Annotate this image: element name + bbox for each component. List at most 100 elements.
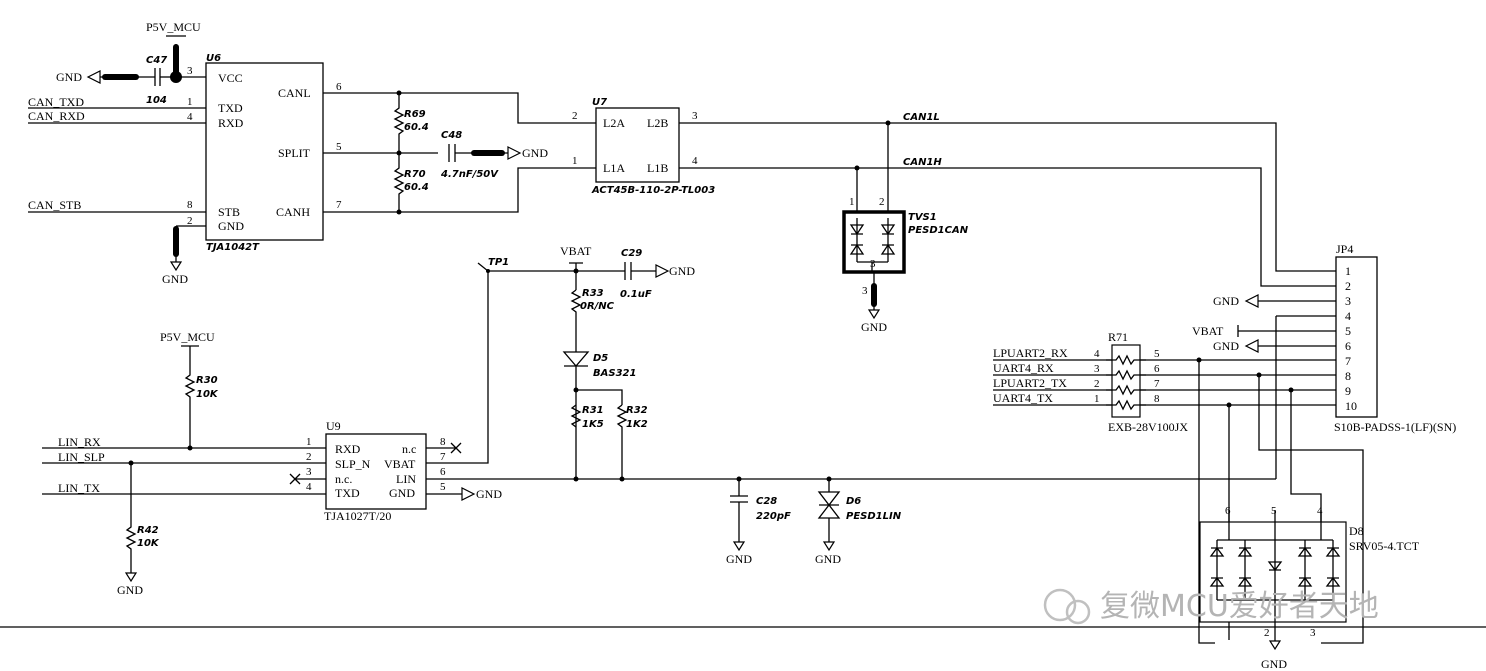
- u9-pin-gnd: GND: [389, 486, 415, 500]
- jp4-pin-3: 3: [1345, 294, 1351, 308]
- u9-part: TJA1027T/20: [324, 509, 391, 523]
- jp4-connector: JP4 S10B-PADSS-1(LF)(SN) 1 2 3 4 5 6 7 8…: [1334, 242, 1456, 434]
- d5-ref: D5: [593, 353, 608, 364]
- u7-pin-l1a: L1A: [603, 161, 625, 175]
- r33-symbol: [570, 289, 582, 352]
- r69-ref: R69: [404, 109, 426, 120]
- r30-value: 10K: [196, 389, 219, 400]
- jp4-pin-10: 10: [1345, 399, 1357, 413]
- net-gnd-u9: GND: [476, 487, 502, 501]
- r32-symbol: [616, 404, 628, 479]
- jp4-part: S10B-PADSS-1(LF)(SN): [1334, 420, 1456, 434]
- u6-pin-gnd: GND: [218, 219, 244, 233]
- u7-num-l2a: 2: [572, 110, 578, 122]
- net-lpuart2-tx: LPUART2_TX: [993, 376, 1067, 390]
- net-gnd-jp4-6: GND: [1213, 339, 1239, 353]
- r71-right-6: 6: [1154, 363, 1160, 375]
- u9-pin-nc1: n.c.: [335, 472, 352, 486]
- r71-body: [1111, 344, 1141, 418]
- c47-value: 104: [146, 95, 167, 106]
- c47-symbol: [154, 68, 161, 86]
- r71-resistor-array: R71 EXB-28V100JX: [1106, 330, 1188, 434]
- r31-ref: R31: [582, 405, 604, 416]
- u9-num-gnd: 5: [440, 481, 446, 493]
- wire-can1l: [679, 122, 1336, 272]
- tvs1-part: PESD1CAN: [908, 225, 969, 236]
- r42-symbol: [125, 463, 137, 573]
- c48-ref: C48: [441, 130, 462, 141]
- net-uart4-rx: UART4_RX: [993, 361, 1054, 375]
- net-lin-tx: LIN_TX: [58, 481, 100, 495]
- u6-num-gnd: 2: [187, 215, 193, 227]
- u7-num-l2b: 3: [692, 110, 698, 122]
- r42-value: 10K: [137, 538, 160, 549]
- u9-num-lin: 6: [440, 466, 446, 478]
- d8-body: [1199, 521, 1347, 623]
- u9-num-slp: 2: [306, 451, 312, 463]
- net-can1h: CAN1H: [903, 157, 942, 168]
- u9-pin-lin: LIN: [396, 472, 416, 486]
- c28-ref: C28: [756, 496, 777, 507]
- net-gnd-d6: GND: [815, 552, 841, 566]
- r71-right-5: 5: [1154, 348, 1160, 360]
- u9-num-nc1: 3: [306, 466, 312, 478]
- r69-symbol: [393, 93, 405, 153]
- c29-symbol: [576, 262, 656, 280]
- jp4-pin-8: 8: [1345, 369, 1351, 383]
- jp4-ref: JP4: [1336, 242, 1353, 256]
- net-vbat-jp4: VBAT: [1192, 324, 1224, 338]
- net-lpuart2-rx: LPUART2_RX: [993, 346, 1068, 360]
- r30-ref: R30: [196, 375, 218, 386]
- c29-ref: C29: [621, 248, 642, 259]
- u9-pin-vbat: VBAT: [384, 457, 416, 471]
- net-p5v-mcu-lin: P5V_MCU: [160, 330, 215, 344]
- d8-num-5: 5: [1271, 505, 1277, 517]
- tvs1-num-2: 2: [879, 196, 885, 208]
- jp4-pin-2: 2: [1345, 279, 1351, 293]
- tvs1-diode-array: 1 2 3 TVS1 PESD1CAN: [842, 123, 969, 274]
- r33-value: 0R/NC: [580, 301, 615, 312]
- u9-pin-txd: TXD: [335, 486, 360, 500]
- d8-num-3: 3: [1310, 627, 1316, 639]
- wire-canl: [323, 92, 596, 124]
- d8-num-6: 6: [1225, 505, 1231, 517]
- net-can-stb: CAN_STB: [28, 198, 81, 212]
- u9-pin-nc2: n.c: [402, 442, 416, 456]
- d8-ref: D8: [1349, 524, 1364, 538]
- r70-symbol: [393, 153, 405, 212]
- watermark: 复微MCU爱好者天地: [1043, 588, 1379, 625]
- d6-part: PESD1LIN: [846, 511, 902, 522]
- net-lin-slp: LIN_SLP: [58, 450, 105, 464]
- d8-num-2: 2: [1264, 627, 1270, 639]
- u7-part: ACT45B-110-2P-TL003: [591, 185, 715, 196]
- r71-part: EXB-28V100JX: [1108, 420, 1188, 434]
- net-can-rxd: CAN_RXD: [28, 109, 85, 123]
- c29-value: 0.1uF: [620, 289, 652, 300]
- r69-value: 60.4: [404, 122, 429, 133]
- nc-marker-u9-8: [426, 442, 462, 454]
- c28-symbol: [730, 479, 748, 542]
- u6-pin-txd: TXD: [218, 101, 243, 115]
- jp4-body: [1335, 256, 1378, 418]
- net-gnd-u6: GND: [162, 272, 188, 286]
- d8-num-4: 4: [1317, 505, 1323, 517]
- jp4-pin-6: 6: [1345, 339, 1351, 353]
- r71-left-1: 1: [1094, 393, 1100, 405]
- u6-pin-canl: CANL: [278, 86, 311, 100]
- u9-ref: U9: [326, 419, 341, 433]
- u7-body: [595, 107, 680, 183]
- r30-symbol: [181, 345, 199, 448]
- net-gnd-tvs1: GND: [861, 320, 887, 334]
- r71-left-2: 2: [1094, 378, 1100, 390]
- u7-pin-l2b: L2B: [647, 116, 668, 130]
- net-gnd-jp4-3: GND: [1213, 294, 1239, 308]
- net-gnd-c48: GND: [522, 146, 548, 160]
- u9-pin-rxd: RXD: [335, 442, 361, 456]
- gnd-symbol-d8: [1269, 640, 1281, 650]
- tvs1-num-3b: 3: [862, 285, 868, 297]
- wire-jp4-4-lin: [1275, 315, 1336, 479]
- net-p5v-mcu-top: P5V_MCU: [146, 20, 201, 34]
- jp4-pin-9: 9: [1345, 384, 1351, 398]
- gnd-symbol-tvs1: [868, 309, 880, 319]
